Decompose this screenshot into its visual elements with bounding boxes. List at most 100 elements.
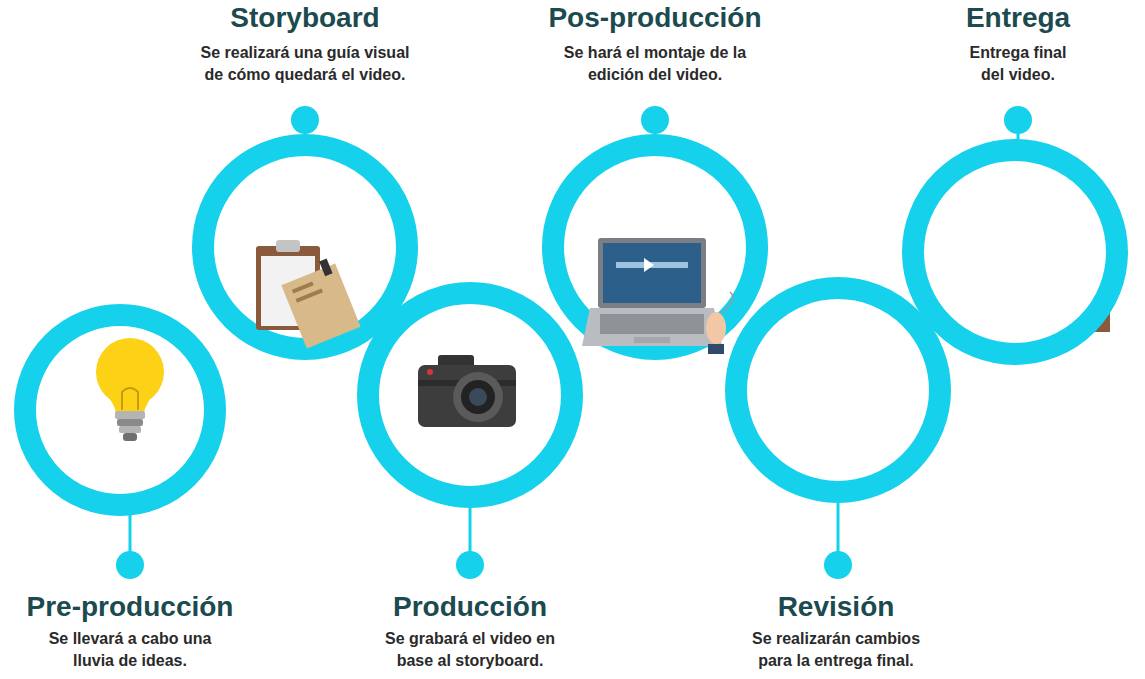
clipboard-notebook-part	[292, 282, 314, 294]
laptop-part	[706, 312, 726, 344]
light-bulb-part	[117, 419, 143, 426]
step-heading: Revisión	[676, 590, 996, 624]
step-circle: RevisiónSe realizarán cambios para la en…	[725, 277, 951, 503]
clipboard-notebook-part	[281, 264, 360, 349]
checklist-clipboard-part	[786, 392, 810, 432]
ring-circle	[553, 145, 757, 349]
laptop-part	[714, 292, 733, 320]
checklist-clipboard-part	[828, 402, 864, 406]
laptop-part	[634, 337, 670, 343]
leader-line-part	[129, 514, 132, 565]
video-player-part	[958, 304, 1062, 330]
ring-circle	[203, 145, 407, 349]
step-description: Se grabará el video en base al storyboar…	[375, 628, 565, 672]
photo-camera-part	[453, 372, 503, 422]
ring-outline	[542, 134, 768, 360]
leader-line	[116, 106, 1032, 579]
checklist-clipboard-part	[828, 338, 852, 350]
leader-line-part	[654, 120, 657, 136]
ring-outline	[357, 282, 583, 508]
clipboard-notebook-part	[261, 256, 315, 326]
checklist-clipboard-part	[814, 366, 822, 425]
checklist-clipboard-part	[814, 366, 822, 374]
ring-circle	[25, 315, 215, 505]
clipboard-notebook-part	[256, 246, 320, 330]
step-description: Se realizarán cambios para la entrega fi…	[738, 628, 934, 672]
photo-camera-part	[438, 355, 474, 369]
step-circle: ProducciónSe grabará el video en base al…	[357, 282, 583, 508]
step-description: Entrega final del video.	[958, 42, 1078, 86]
video-player-part	[955, 240, 1051, 312]
step-circle: EntregaEntrega final del video.	[902, 139, 1128, 365]
ring-circle	[736, 288, 940, 492]
video-player-part	[1062, 296, 1110, 332]
checklist-clipboard-part	[828, 419, 864, 423]
photo-camera-part	[461, 380, 495, 414]
light-bulb	[96, 338, 164, 441]
clipboard-notebook-part	[296, 289, 323, 303]
video-player-part	[989, 264, 1017, 292]
step-circle: Pos-producciónSe hará el montaje de la e…	[542, 134, 768, 360]
laptop	[582, 238, 733, 354]
leader-line-part	[116, 551, 144, 579]
leader-line-part	[641, 106, 669, 134]
leader-line-part	[304, 120, 307, 136]
ring-outline	[14, 304, 226, 516]
checklist-clipboard-part	[808, 356, 872, 434]
leader-line-part	[1004, 106, 1032, 134]
leader-line-part	[824, 551, 852, 579]
ring-circle	[913, 150, 1117, 354]
clipboard-notebook-part	[276, 240, 300, 252]
photo-camera	[418, 355, 516, 427]
leader-line-part	[1017, 120, 1020, 140]
step-description: Se hará el montaje de la edición del vid…	[555, 42, 755, 86]
video-player	[955, 240, 1110, 332]
photo-camera-part	[418, 380, 516, 386]
light-bulb-part	[119, 426, 141, 433]
clipboard-notebook	[256, 240, 361, 348]
light-bulb-part	[115, 411, 145, 419]
photo-camera-part	[418, 365, 516, 427]
clipboard-notebook-part	[319, 258, 332, 276]
checklist-clipboard-part	[800, 346, 880, 440]
light-bulb-part	[123, 433, 137, 441]
step-heading: Storyboard	[145, 1, 465, 35]
laptop-part	[598, 238, 706, 308]
leader-line-part	[837, 501, 840, 565]
checklist-clipboard-part	[814, 400, 822, 408]
step-circle: Pre-producciónSe llevará a cabo una lluv…	[14, 304, 226, 516]
checklist-clipboard-part	[766, 418, 805, 456]
leader-line-part	[456, 551, 484, 579]
ring-circle	[368, 293, 572, 497]
step-heading: Pos-producción	[495, 1, 815, 35]
checklist-clipboard-part	[828, 368, 864, 423]
laptop-part	[603, 243, 701, 303]
laptop-part	[644, 258, 654, 272]
video-player-part	[999, 271, 1010, 285]
checklist-clipboard-part	[814, 417, 822, 425]
leader-line-part	[291, 106, 319, 134]
light-bulb-part	[122, 388, 138, 410]
ring-outline	[725, 277, 951, 503]
photo-camera-part	[427, 369, 433, 375]
checklist-clipboard-part	[828, 385, 864, 389]
laptop-part	[582, 308, 722, 346]
checklist-clipboard-part	[828, 368, 864, 372]
photo-camera-part	[469, 388, 487, 406]
laptop-part	[708, 344, 724, 354]
video-player-part	[960, 250, 1046, 306]
ring-outline	[902, 139, 1128, 365]
step-heading: Entrega	[858, 1, 1145, 35]
step-description: Se llevará a cabo una lluvia de ideas.	[35, 628, 225, 672]
checklist-clipboard	[766, 338, 880, 456]
laptop-part	[600, 314, 704, 334]
light-bulb-part	[96, 338, 164, 406]
checklist-clipboard-part	[814, 383, 822, 391]
light-bulb-part	[104, 390, 156, 412]
step-description: Se realizará una guía visual de cómo que…	[189, 42, 421, 86]
laptop-part	[616, 262, 688, 268]
step-heading: Pre-producción	[0, 590, 290, 624]
step-heading: Producción	[310, 590, 630, 624]
